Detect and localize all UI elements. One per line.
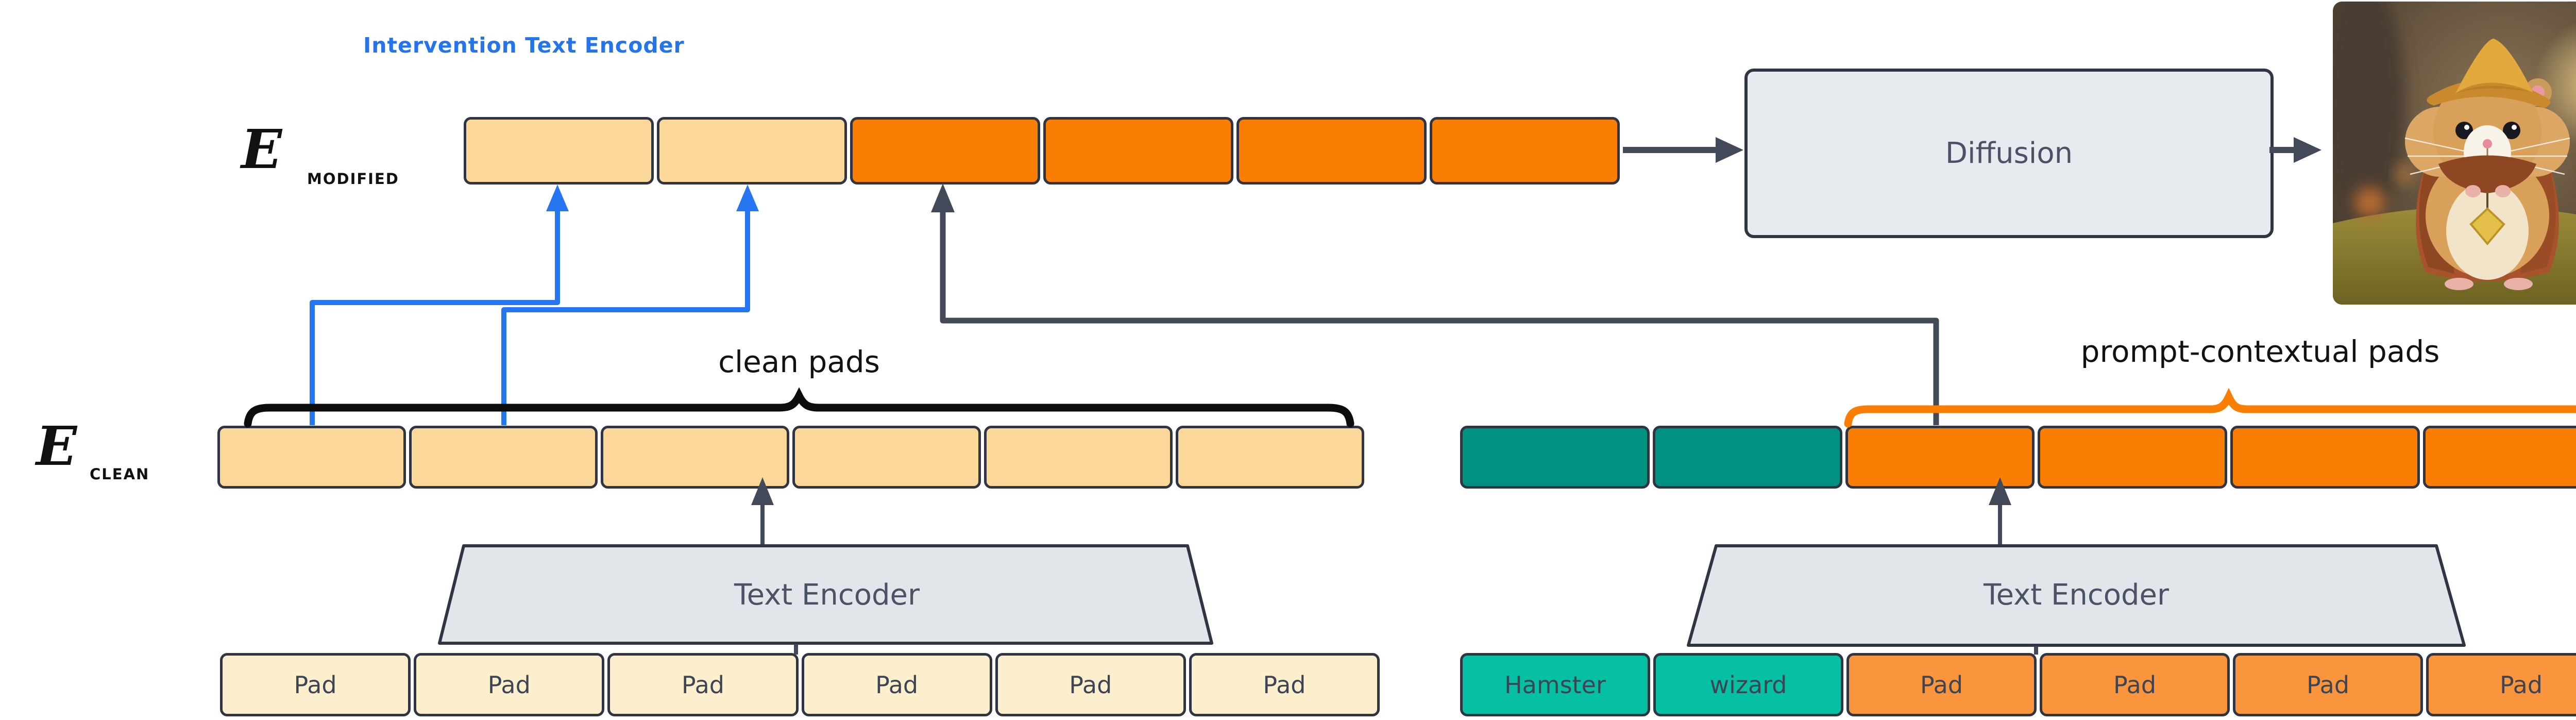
- prompt-contextual-pads-annotation: prompt-contextual pads: [2080, 334, 2440, 369]
- token-label: Pad: [2499, 671, 2543, 699]
- e-full-token-row: [1460, 426, 2576, 489]
- token-cell: [792, 426, 981, 489]
- e-modified-token-row: [464, 117, 1620, 185]
- clean-pad-injection-arrow-2: [501, 207, 750, 425]
- token-cell: [601, 426, 789, 489]
- token-cell: [1460, 426, 1650, 489]
- text-encoder-right-label: Text Encoder: [1983, 578, 2169, 612]
- contextual-pad-transfer-arrow: [940, 207, 1939, 425]
- arrowhead-dark: [931, 183, 955, 212]
- pad-input-row-left: Pad Pad Pad Pad Pad Pad: [220, 653, 1380, 716]
- clean-pads-annotation: clean pads: [718, 344, 880, 379]
- arrowhead-blue-2: [736, 185, 759, 211]
- token-label: Pad: [487, 671, 531, 699]
- token-pad: Pad: [995, 653, 1186, 716]
- token-pad: Pad: [2426, 653, 2576, 716]
- token-label: Pad: [1920, 671, 1963, 699]
- token-label: Pad: [294, 671, 337, 699]
- arrowhead-to-diffusion: [1716, 137, 1743, 163]
- text-encoder-left-shape: [438, 544, 1213, 645]
- token-pad: Pad: [220, 653, 411, 716]
- token-cell: [984, 426, 1173, 489]
- token-label: Pad: [1069, 671, 1112, 699]
- token-wizard: wizard: [1653, 653, 1843, 716]
- token-pad: Pad: [1189, 653, 1380, 716]
- token-hamster: Hamster: [1460, 653, 1650, 716]
- token-cell: [657, 117, 847, 185]
- hamster-figure: [2404, 39, 2570, 290]
- clean-pad-injection-arrow-1: [310, 207, 560, 425]
- e-clean-token-row: [217, 426, 1364, 489]
- clean-pads-brace: [244, 387, 1354, 428]
- token-cell: [409, 426, 598, 489]
- token-pad: Pad: [2040, 653, 2230, 716]
- token-label: Hamster: [1504, 671, 1606, 699]
- e-modified-symbol: E: [241, 118, 282, 181]
- token-cell: [850, 117, 1040, 185]
- output-image-illustration: [2333, 2, 2576, 305]
- prompt-input-row-right: Hamster wizard Pad Pad Pad Pad: [1460, 653, 2576, 716]
- token-cell: [1043, 117, 1233, 185]
- token-cell: [217, 426, 406, 489]
- text-encoder-right-shape: [1687, 544, 2466, 647]
- token-cell: [1430, 117, 1620, 185]
- token-cell: [1652, 426, 1842, 489]
- token-label: Pad: [875, 671, 919, 699]
- token-label: Pad: [1263, 671, 1306, 699]
- text-encoder-left-label: Text Encoder: [734, 578, 920, 612]
- diffusion-box: Diffusion: [1744, 69, 2274, 238]
- token-pad: Pad: [414, 653, 605, 716]
- e-clean-symbol: E: [36, 414, 77, 478]
- diffusion-label: Diffusion: [1945, 137, 2073, 170]
- token-cell: [2038, 426, 2228, 489]
- token-pad: Pad: [801, 653, 992, 716]
- token-label: Pad: [681, 671, 724, 699]
- token-label: Pad: [2113, 671, 2157, 699]
- token-cell: [1845, 426, 2035, 489]
- prompt-contextual-pads-brace: [1844, 388, 2576, 428]
- e-modified-subscript: MODIFIED: [307, 170, 399, 188]
- token-label: Pad: [2306, 671, 2350, 699]
- intervention-text-encoder-title: Intervention Text Encoder: [363, 33, 685, 58]
- token-cell: [464, 117, 654, 185]
- e-clean-subscript: CLEAN: [90, 465, 150, 483]
- token-label: wizard: [1709, 671, 1787, 699]
- token-cell: [1236, 117, 1427, 185]
- token-pad: Pad: [2233, 653, 2423, 716]
- arrowhead-to-image: [2294, 137, 2321, 163]
- token-cell: [1176, 426, 1364, 489]
- token-cell: [2423, 426, 2576, 489]
- token-cell: [2230, 426, 2420, 489]
- token-pad: Pad: [1846, 653, 2037, 716]
- hamster-wizard-generated-image: [2333, 2, 2576, 305]
- token-pad: Pad: [607, 653, 799, 716]
- arrowhead-blue-1: [546, 185, 569, 211]
